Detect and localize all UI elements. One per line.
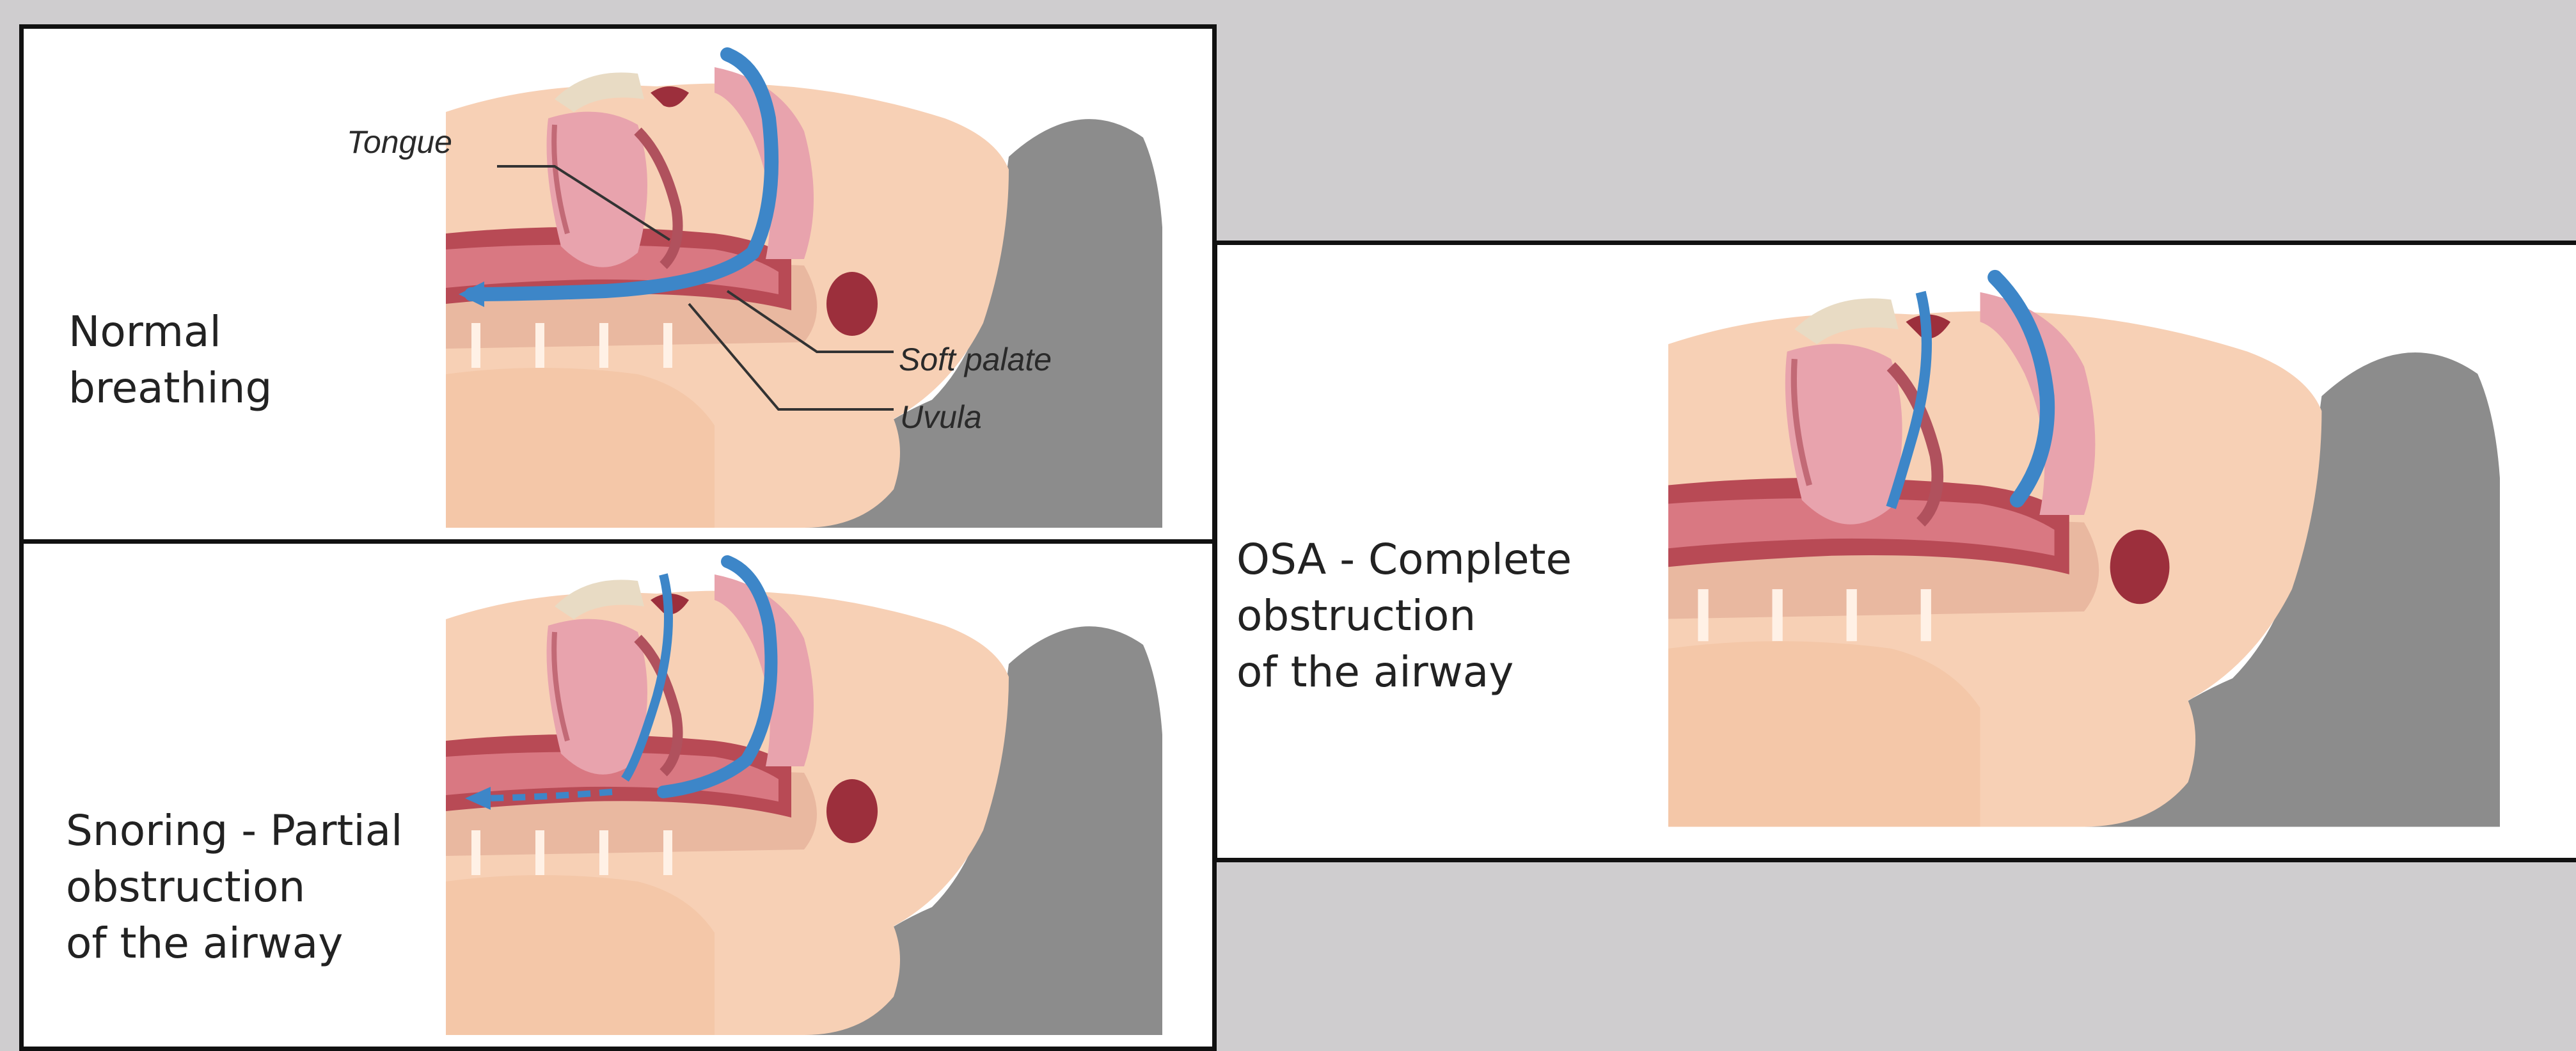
snoring-illustration <box>446 549 1162 1048</box>
osa-panel: OSA - Complete obstruction of the airway <box>1213 241 2576 862</box>
label-leader-lines <box>24 29 1217 544</box>
normal-breathing-panel: Tongue Soft palate Uvula Normal breathin… <box>19 24 1217 544</box>
osa-illustration <box>1668 245 2500 859</box>
osa-caption: OSA - Complete obstruction of the airway <box>1237 532 1572 700</box>
snoring-caption: Snoring - Partial obstruction of the air… <box>66 803 403 972</box>
normal-breathing-caption: Normal breathing <box>68 304 272 416</box>
snoring-panel: Snoring - Partial obstruction of the air… <box>19 539 1217 1051</box>
